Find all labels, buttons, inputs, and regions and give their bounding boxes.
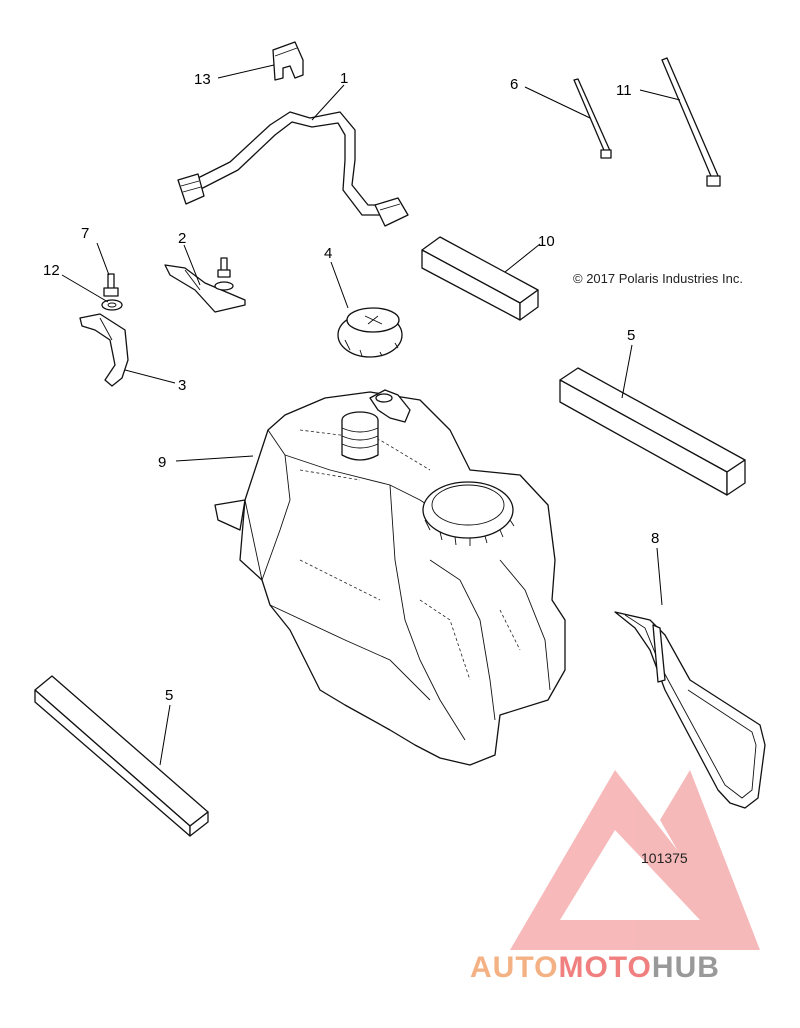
part-4-fuel-cap <box>337 307 403 358</box>
callout-3: 3 <box>178 377 186 394</box>
part-13-clip <box>272 41 304 81</box>
part-3-bracket <box>79 313 129 387</box>
callout-8: 8 <box>651 530 659 547</box>
part-5-foam-lower <box>34 675 209 837</box>
callout-2: 2 <box>178 230 186 247</box>
callout-11: 11 <box>616 82 632 99</box>
callout-5-upper: 5 <box>627 327 635 344</box>
part-12-washer <box>101 299 123 311</box>
callout-5-lower: 5 <box>165 687 173 704</box>
callout-12: 12 <box>43 262 60 279</box>
callout-labels: 13 1 6 11 7 2 12 3 4 10 5 9 8 5 <box>43 70 659 704</box>
callout-7: 7 <box>81 225 89 242</box>
leader-lines <box>61 64 681 766</box>
part-8-strap <box>614 611 766 809</box>
callout-4: 4 <box>324 245 332 262</box>
callout-6: 6 <box>510 76 518 93</box>
callout-13: 13 <box>194 71 211 88</box>
callout-10: 10 <box>538 233 555 250</box>
part-1-hose <box>177 111 409 227</box>
callout-1: 1 <box>340 70 348 87</box>
part-2-bracket <box>164 257 246 313</box>
watermark-auto: AUTO <box>470 951 558 984</box>
part-5-foam-upper <box>559 367 746 496</box>
watermark-logo <box>510 770 760 950</box>
callout-9: 9 <box>158 454 166 471</box>
part-11-strap <box>661 57 721 187</box>
watermark-moto: MOTO <box>558 951 651 984</box>
document-number: 101375 <box>641 850 688 866</box>
part-10-foam <box>421 236 539 321</box>
part-7-bolt <box>103 273 119 297</box>
watermark-text: AUTOMOTOHUB <box>470 951 720 984</box>
part-9-fuel-tank <box>214 389 566 766</box>
part-6-strap <box>573 78 612 159</box>
watermark-hub: HUB <box>652 951 720 984</box>
copyright-text: © 2017 Polaris Industries Inc. <box>573 271 743 286</box>
